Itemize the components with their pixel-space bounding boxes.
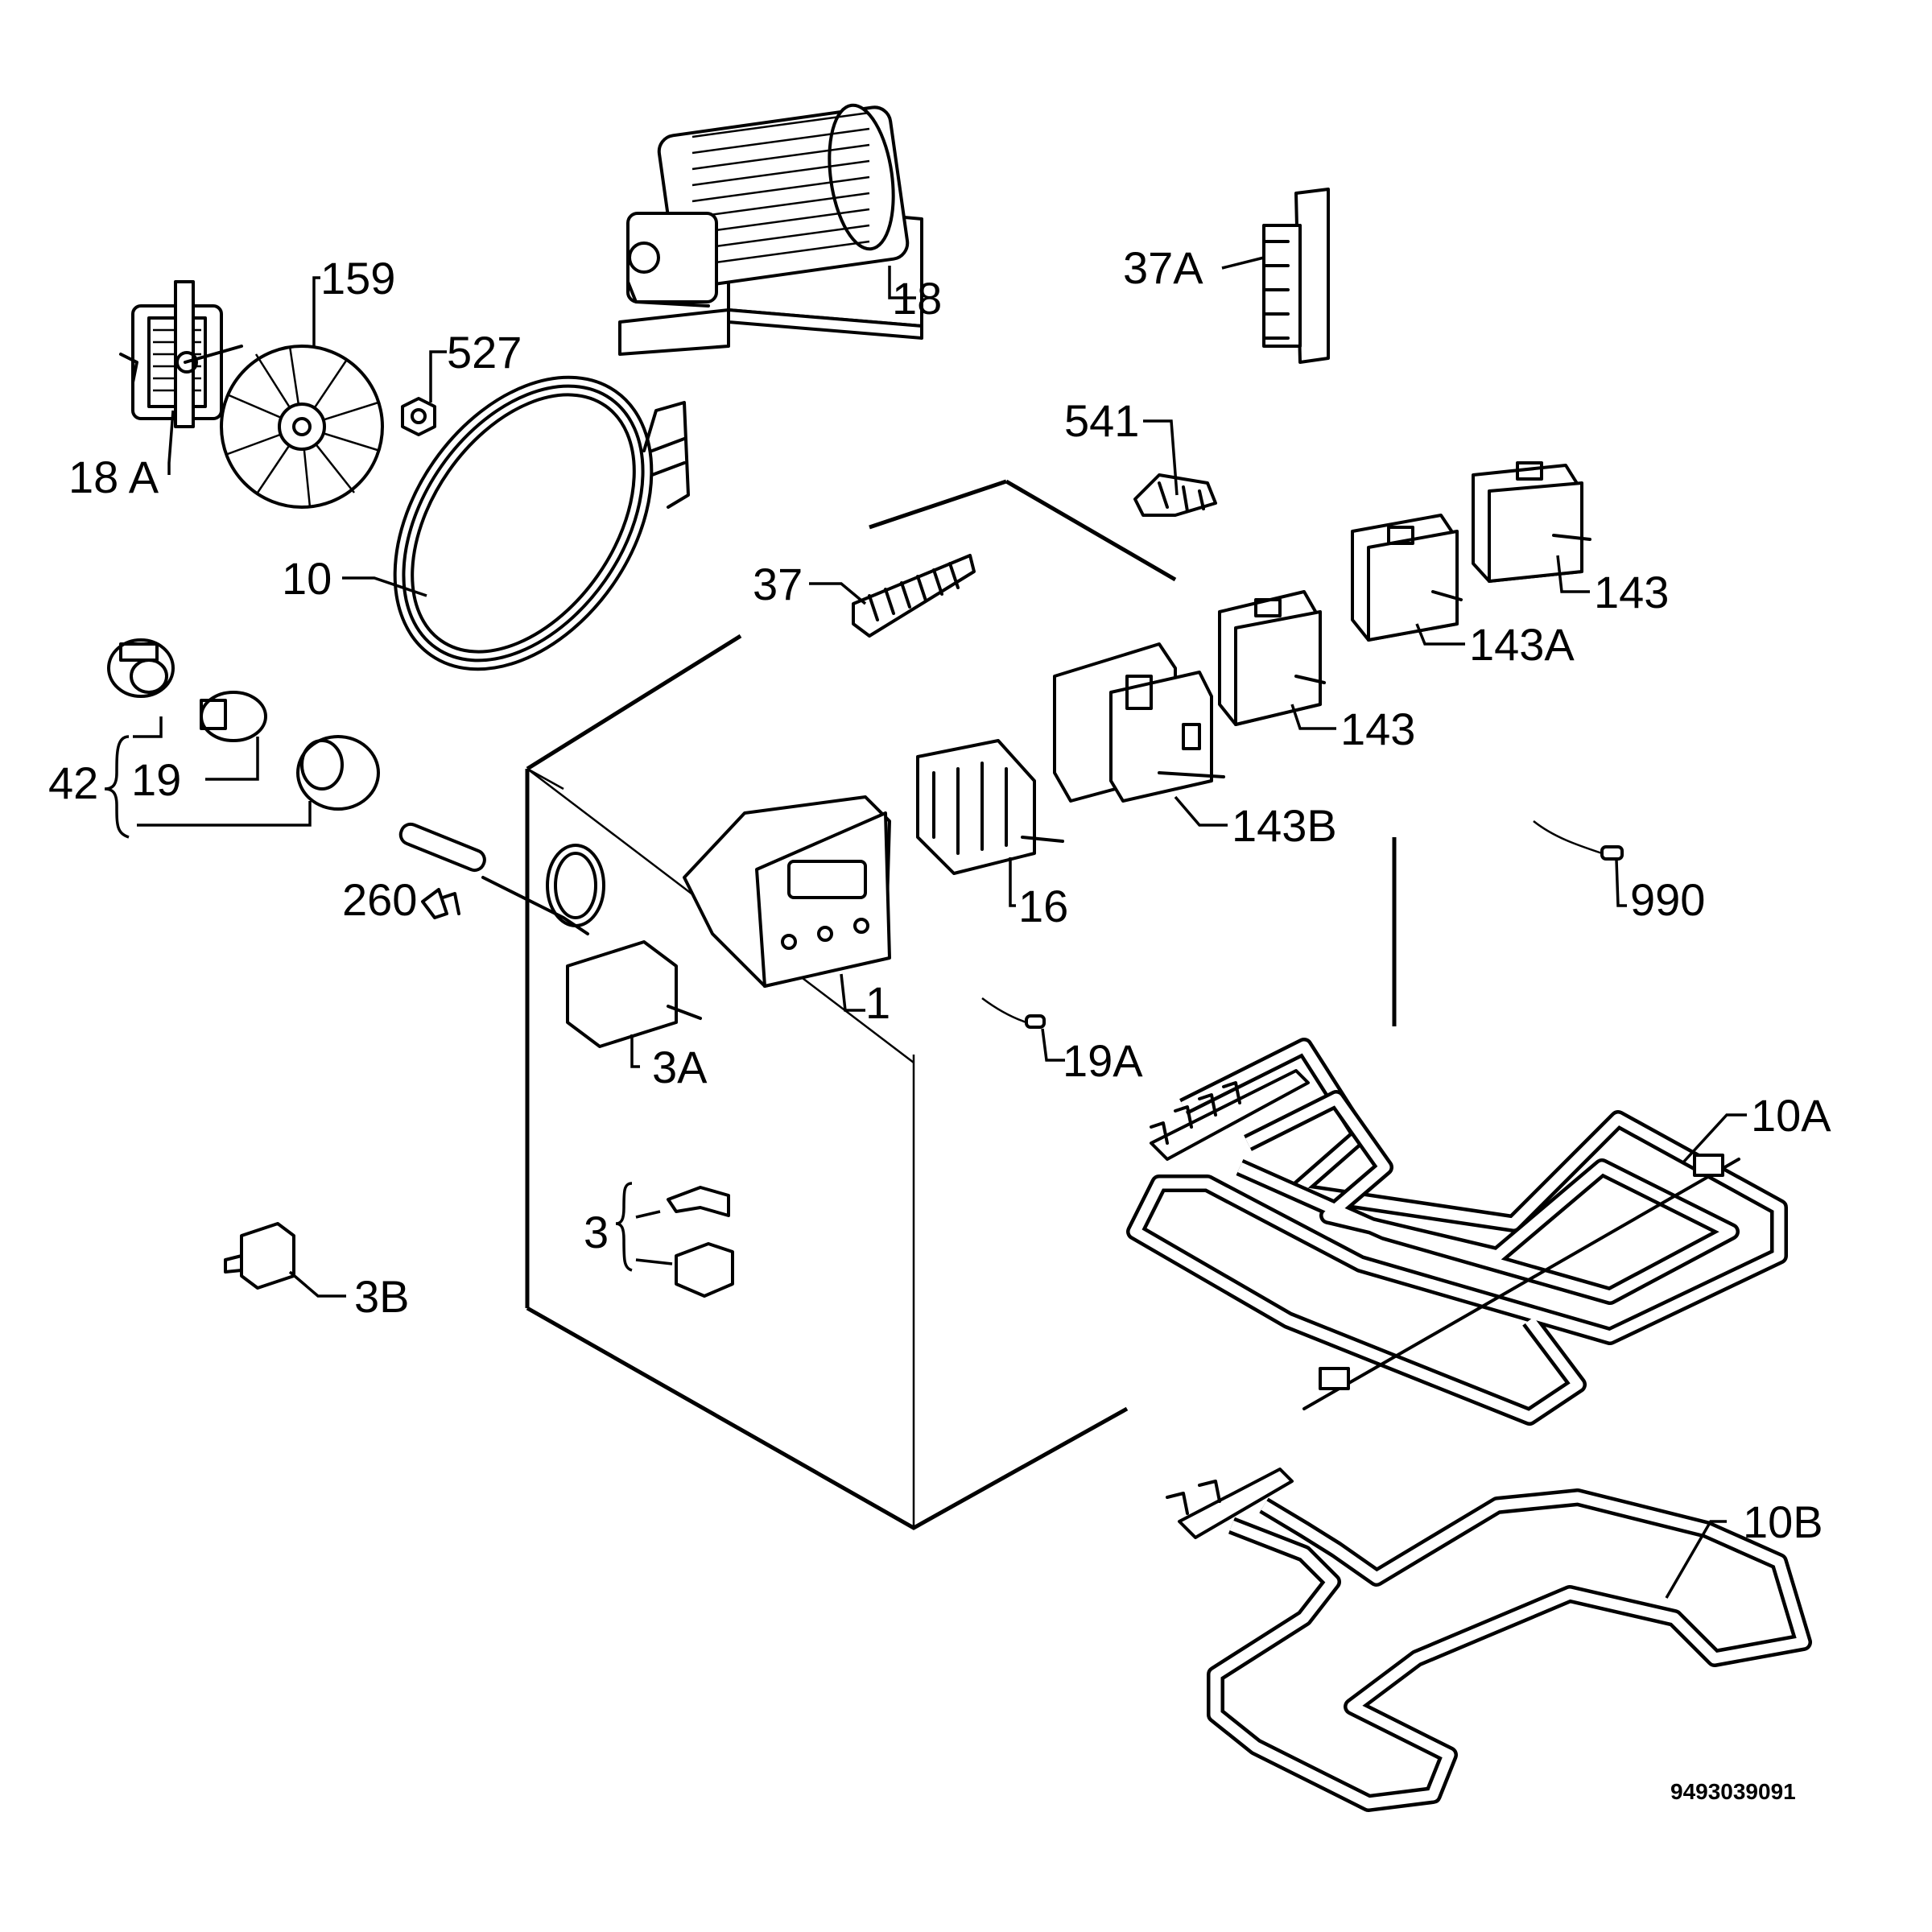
switch-part-16 xyxy=(916,739,1064,875)
nut-part-527 xyxy=(401,397,436,436)
selector-switch-part-143b xyxy=(1053,642,1225,803)
label-3b: 3B xyxy=(354,1271,410,1322)
label-1: 1 xyxy=(865,977,890,1028)
connector-part-541 xyxy=(1133,473,1217,517)
thermal-cutout-part-3 xyxy=(615,1182,734,1298)
lamp-brace xyxy=(104,735,130,839)
lamp-holder-part-42 xyxy=(107,638,175,698)
label-143-mid: 143 xyxy=(1340,704,1415,754)
label-260: 260 xyxy=(342,874,417,925)
circular-element-part-10 xyxy=(393,375,690,671)
part-labels: 159 527 18 18 A 37A 541 10 37 143 143A 1… xyxy=(48,242,1831,1804)
label-10: 10 xyxy=(282,553,332,604)
label-42: 42 xyxy=(48,758,98,808)
label-990: 990 xyxy=(1630,874,1705,925)
grill-element-part-10a xyxy=(1126,1038,1788,1426)
label-143b: 143B xyxy=(1232,800,1337,851)
label-143-top: 143 xyxy=(1594,567,1669,617)
terminal-strip-part-37 xyxy=(852,554,976,638)
oven-cavity-outline xyxy=(525,479,1397,1530)
terminal-block-part-37a xyxy=(1262,188,1330,364)
bottom-element-part-10b xyxy=(1166,1468,1812,1812)
label-19a: 19A xyxy=(1063,1035,1143,1086)
energy-regulator-part-143-mid xyxy=(1218,590,1326,726)
thermostat-part-3a xyxy=(398,822,702,1048)
label-18: 18 xyxy=(892,273,942,324)
label-3a: 3A xyxy=(652,1042,708,1092)
wire-lead-part-19a xyxy=(981,997,1046,1029)
lamp-bulb-part-19 xyxy=(200,691,267,742)
label-143a: 143A xyxy=(1469,619,1575,670)
clip-part-260 xyxy=(421,888,460,919)
document-id: 9493039091 xyxy=(1670,1779,1796,1804)
leader-lines xyxy=(133,256,1747,1599)
label-37a: 37A xyxy=(1123,242,1203,293)
energy-regulator-part-143-top xyxy=(1472,461,1591,583)
label-541: 541 xyxy=(1064,395,1139,446)
label-527: 527 xyxy=(447,327,522,378)
fan-motor-part-18a xyxy=(119,280,243,428)
wire-lead-part-990 xyxy=(1533,820,1624,861)
label-3: 3 xyxy=(584,1207,609,1257)
label-18a: 18 A xyxy=(68,452,159,502)
connector-part-3b xyxy=(224,1222,295,1290)
label-37: 37 xyxy=(753,559,803,609)
electronic-timer-part-1 xyxy=(683,795,891,988)
tangential-fan-part-18 xyxy=(618,103,923,356)
lamp-cover-part-42 xyxy=(296,735,380,811)
label-159: 159 xyxy=(320,253,395,303)
fan-blade-part-159 xyxy=(220,345,384,509)
label-10a: 10A xyxy=(1751,1090,1831,1141)
label-19: 19 xyxy=(131,754,181,805)
energy-regulator-part-143a xyxy=(1351,514,1463,642)
label-10b: 10B xyxy=(1743,1496,1823,1547)
label-16: 16 xyxy=(1018,881,1068,931)
